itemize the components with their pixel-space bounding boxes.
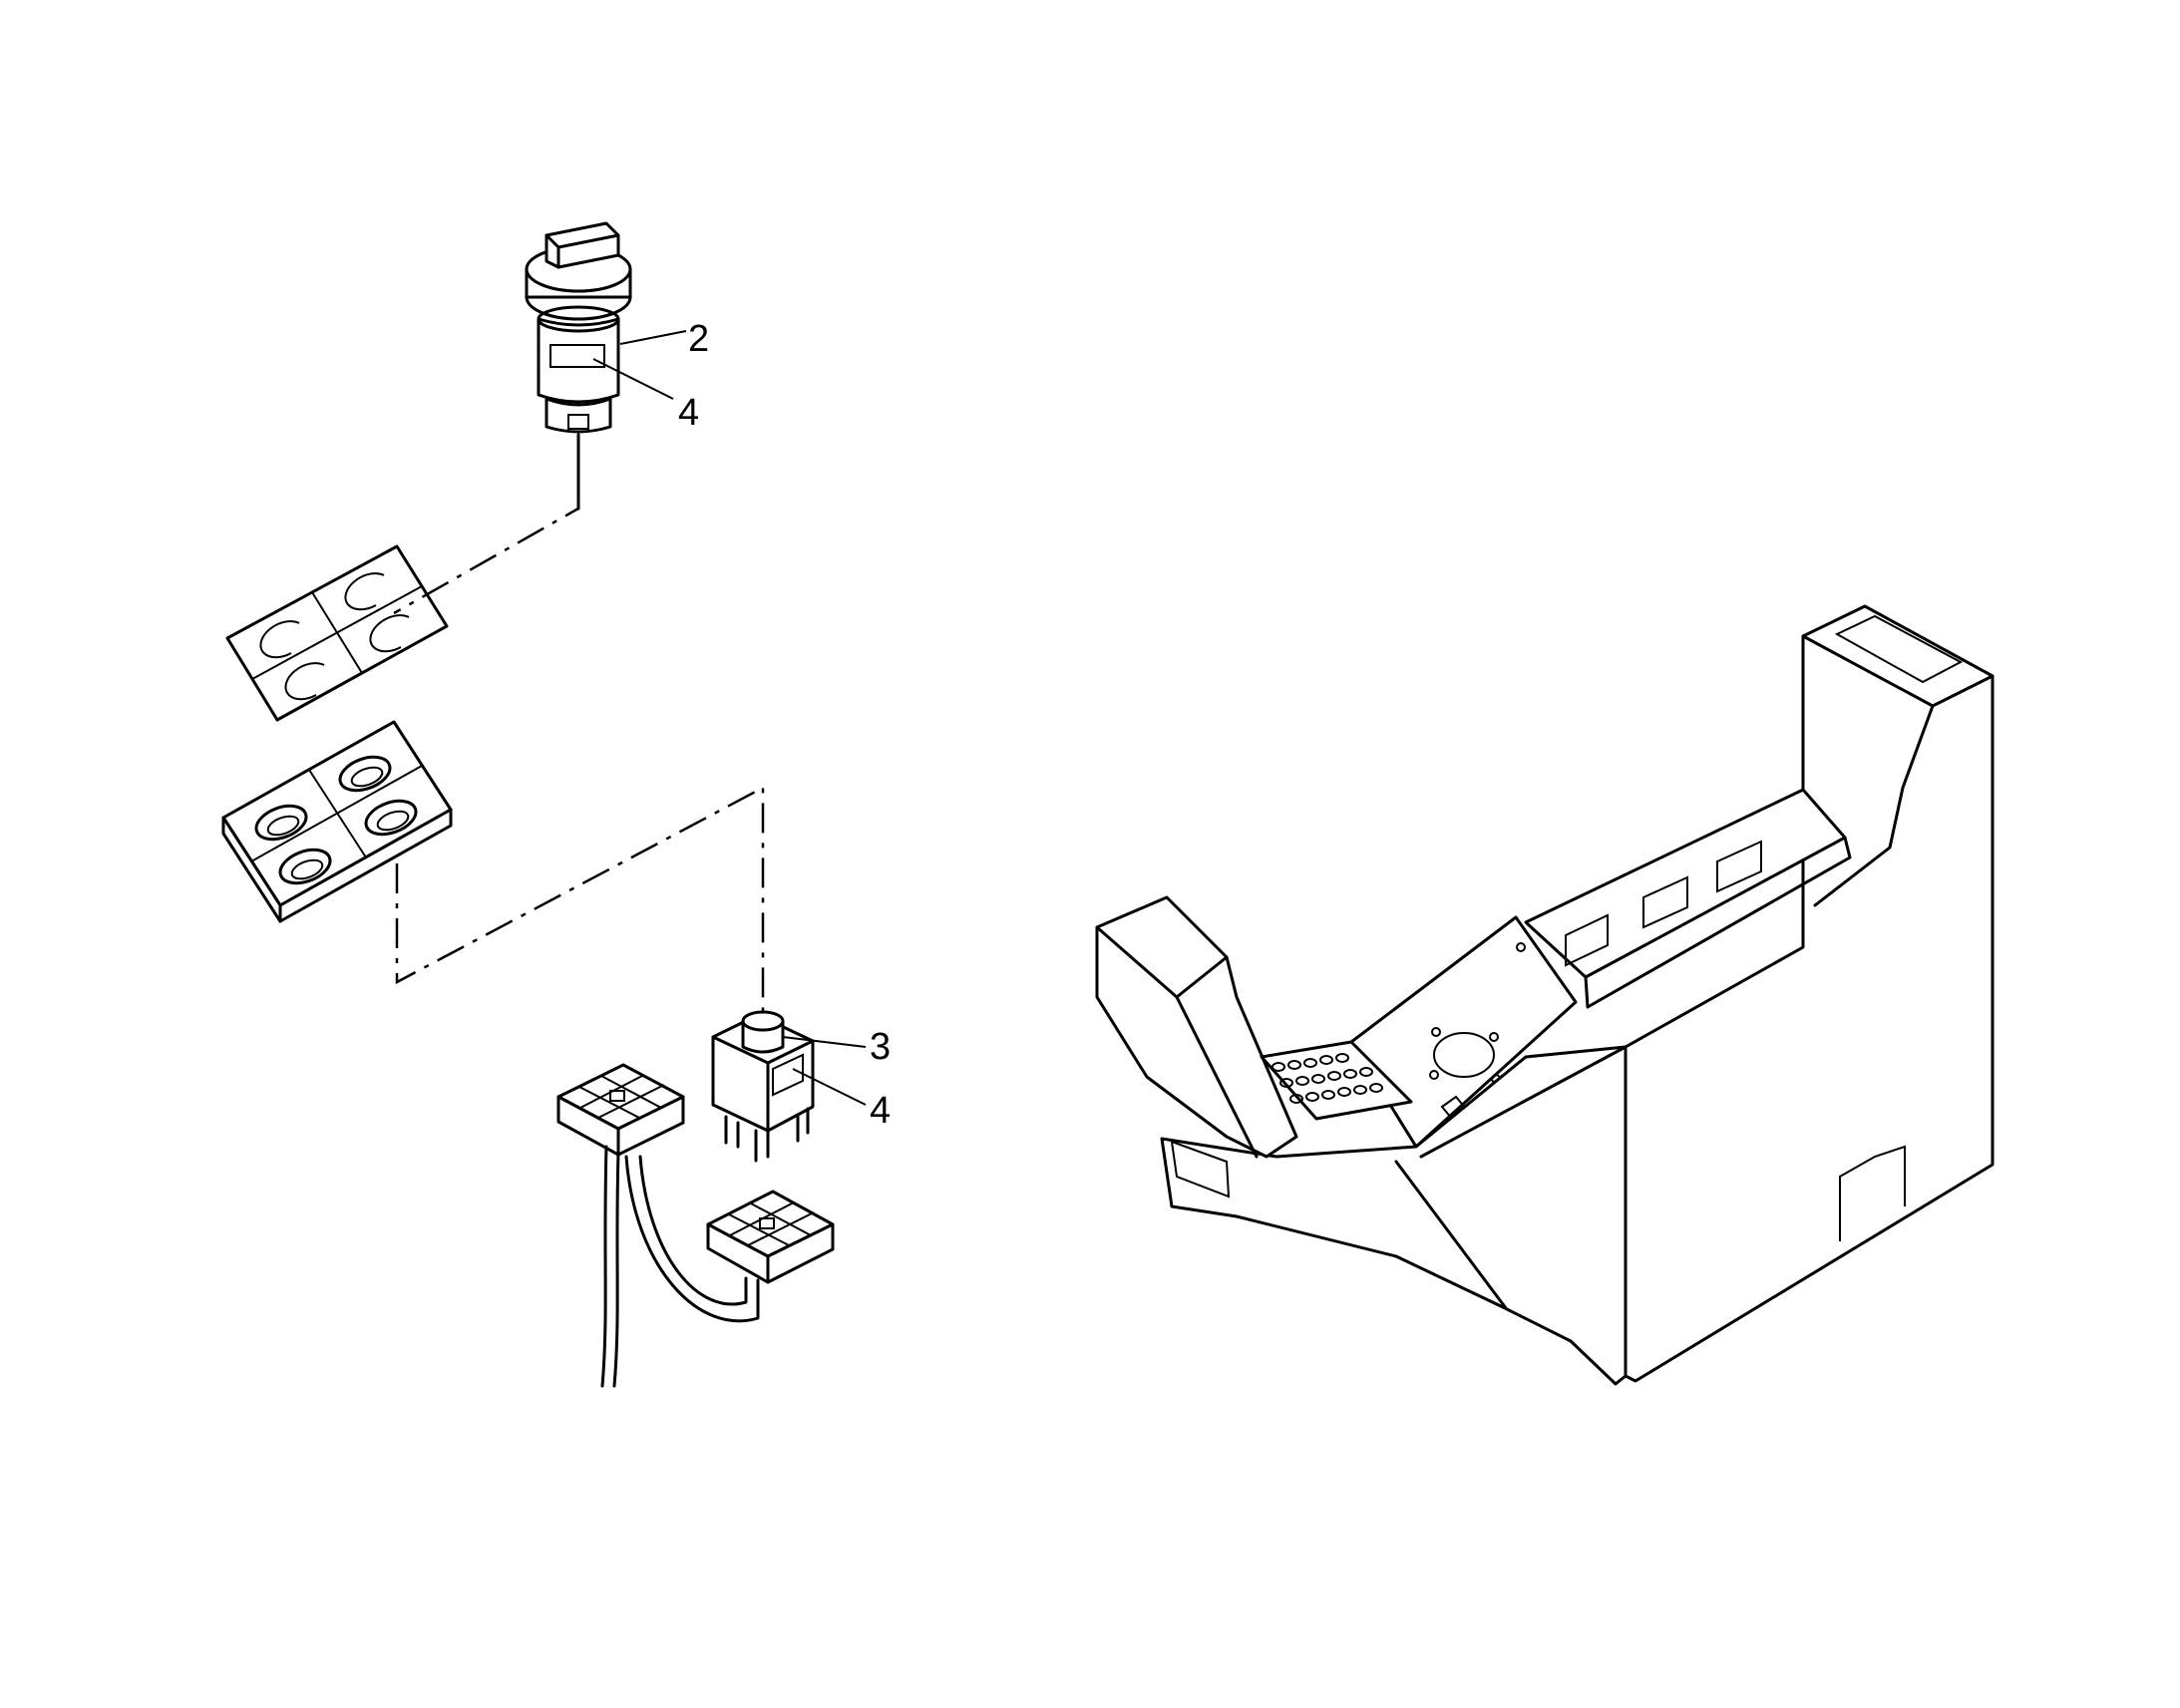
mounting-frame xyxy=(225,544,449,722)
callout-2: 2 xyxy=(688,318,709,360)
callout-3: 3 xyxy=(870,1026,891,1068)
mounting-plate xyxy=(221,720,453,923)
operator-console xyxy=(1095,604,1995,1386)
callout-4-switch: 4 xyxy=(678,392,699,434)
relay[interactable] xyxy=(711,1010,815,1163)
leader-line-4a xyxy=(592,358,674,400)
leader-line-4b xyxy=(792,1068,867,1106)
leader-line-3 xyxy=(782,1036,867,1048)
assembly-line-lower xyxy=(395,785,765,1017)
callout-4-relay: 4 xyxy=(870,1090,891,1132)
rotary-switch[interactable] xyxy=(525,221,632,511)
harness-connector xyxy=(706,1190,835,1284)
wire-harness xyxy=(600,1145,760,1388)
relay-connector xyxy=(556,1063,685,1157)
assembly-line-upper xyxy=(393,439,580,615)
leader-line-2 xyxy=(619,330,687,345)
